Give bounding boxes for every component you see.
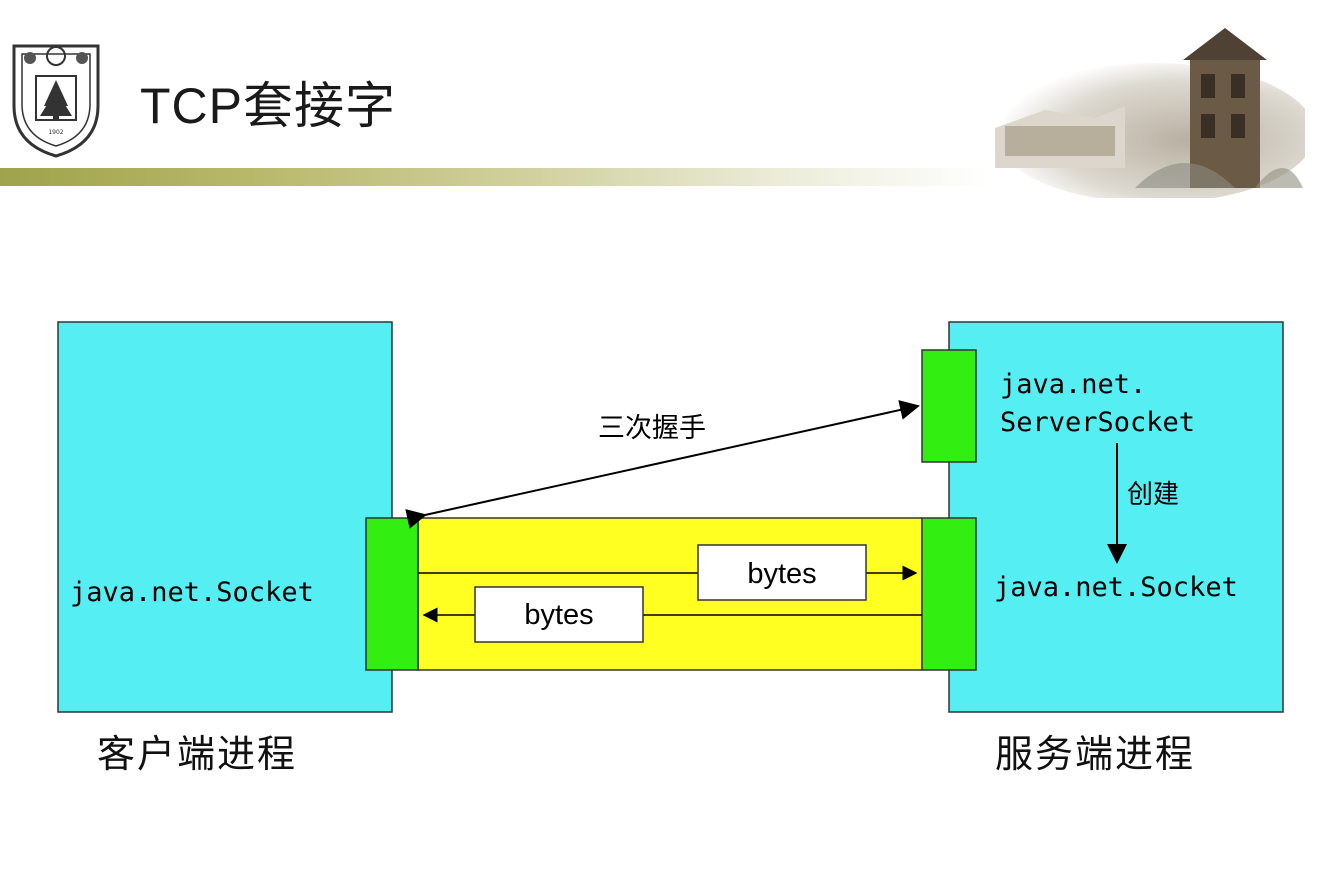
server-socket-block xyxy=(921,517,977,671)
handshake-arrow xyxy=(405,400,920,529)
client-process-box xyxy=(57,321,393,713)
client-socket-label: java.net.Socket xyxy=(70,577,314,608)
server-listen-socket-block xyxy=(921,349,977,463)
tcp-socket-diagram: 三次握手 创建 bytes bytes java.net.Socket java… xyxy=(57,321,1284,713)
create-label: 创建 xyxy=(1127,480,1179,510)
server-process-label: 服务端进程 xyxy=(995,732,1196,776)
campus-tower-image xyxy=(995,28,1305,198)
logo-year: 1902 xyxy=(48,129,63,136)
bytes-to-server-box xyxy=(697,544,867,601)
bytes-to-server-label: bytes xyxy=(747,558,816,590)
slide-title: TCP套接字 xyxy=(140,78,396,134)
university-emblem-logo: 1902 xyxy=(12,44,100,158)
client-socket-block xyxy=(365,517,419,671)
client-process-label: 客户端进程 xyxy=(97,732,298,776)
server-socket-label-line1: java.net. xyxy=(1000,369,1146,400)
bytes-to-client-label: bytes xyxy=(524,599,593,631)
title-underline-bar xyxy=(0,168,990,186)
server-socket-label-line2: ServerSocket xyxy=(1000,407,1195,438)
bytes-to-client-box xyxy=(474,586,644,643)
handshake-label: 三次握手 xyxy=(598,413,706,444)
server-created-socket-label: java.net.Socket xyxy=(994,572,1238,603)
